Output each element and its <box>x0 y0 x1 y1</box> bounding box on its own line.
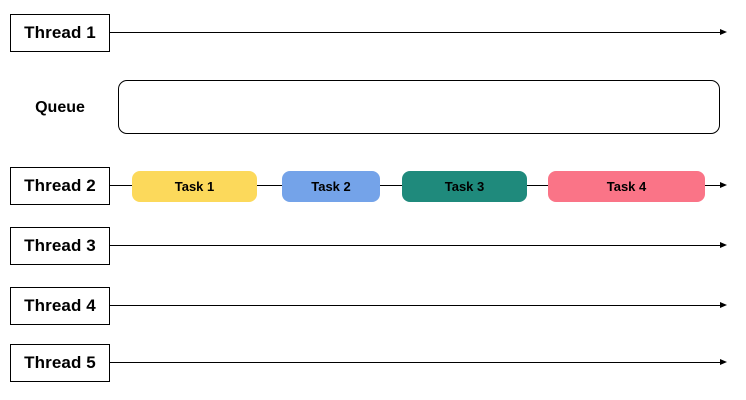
task-3-label: Task 3 <box>444 179 485 194</box>
arrowhead-icon <box>720 242 727 248</box>
thread-2-label-box: Thread 2 <box>10 167 110 205</box>
task-2-block: Task 2 <box>282 171 380 202</box>
thread-3-label: Thread 3 <box>24 236 96 255</box>
task-4-block: Task 4 <box>548 171 705 202</box>
thread-3-timeline <box>110 245 721 246</box>
arrowhead-icon <box>720 302 727 308</box>
thread-5-label-box: Thread 5 <box>10 344 110 382</box>
queue-box <box>118 80 720 134</box>
queue-label: Queue <box>35 99 85 116</box>
thread-1-label-box: Thread 1 <box>10 14 110 52</box>
thread-4-timeline <box>110 305 721 306</box>
arrowhead-icon <box>720 182 727 188</box>
arrowhead-icon <box>720 29 727 35</box>
thread-5-label: Thread 5 <box>24 353 96 372</box>
thread-4-label: Thread 4 <box>24 296 96 315</box>
task-4-label: Task 4 <box>606 179 647 194</box>
task-3-block: Task 3 <box>402 171 527 202</box>
task-2-label: Task 2 <box>311 179 351 194</box>
task-1-label: Task 1 <box>174 179 215 194</box>
thread-3-label-box: Thread 3 <box>10 227 110 265</box>
task-1-block: Task 1 <box>132 171 257 202</box>
thread-1-label: Thread 1 <box>24 23 96 42</box>
thread-5-timeline <box>110 362 721 363</box>
thread-1-timeline <box>110 32 721 33</box>
thread-2-label: Thread 2 <box>24 176 96 195</box>
arrowhead-icon <box>720 359 727 365</box>
thread-4-label-box: Thread 4 <box>10 287 110 325</box>
